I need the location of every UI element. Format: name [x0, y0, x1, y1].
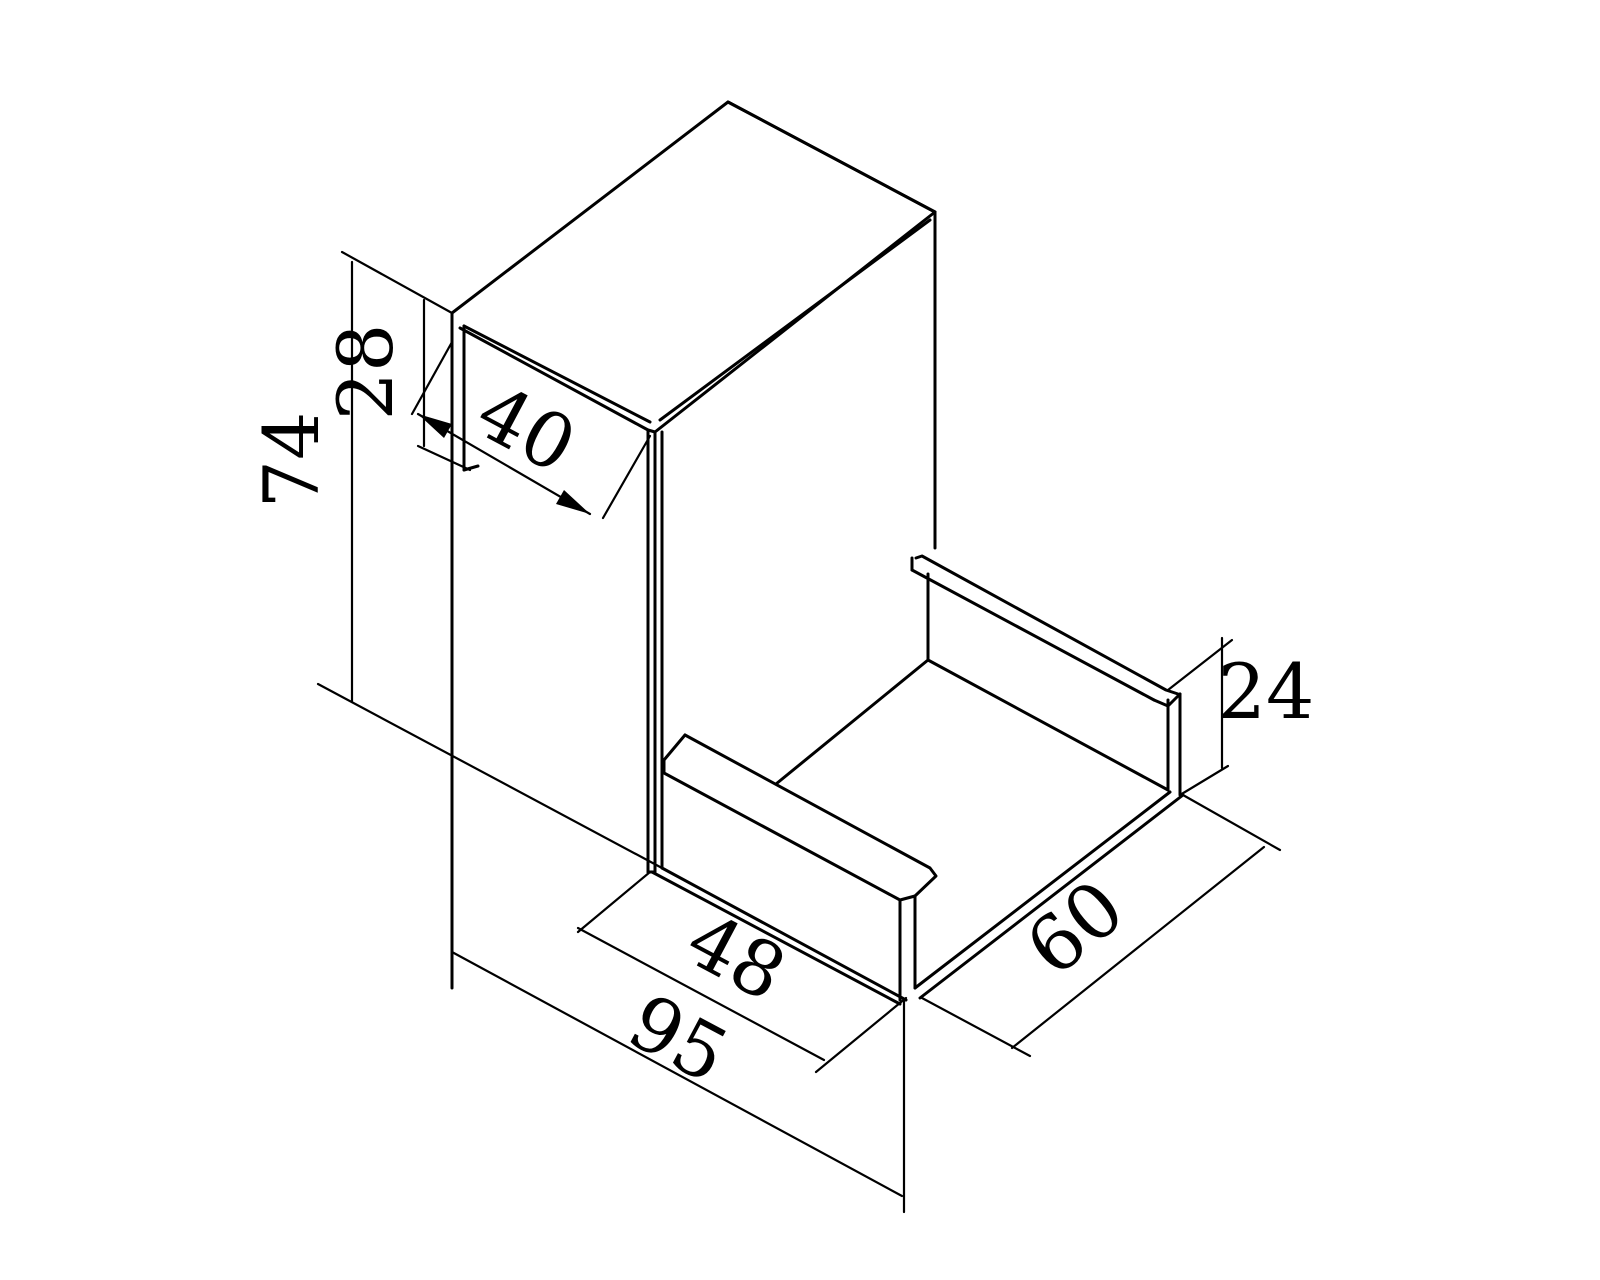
channel-floor-back-edge [774, 658, 930, 786]
dim-40-arrow-left [418, 414, 452, 438]
channel-floor-front-edge-2 [918, 793, 1185, 1000]
channel-floor-right-edge [926, 658, 1170, 792]
dim-60-ext-right [1181, 793, 1282, 852]
dim-40-ext-right [601, 434, 652, 520]
dim-95-line [450, 950, 904, 1198]
dim-40-ext-left [410, 340, 454, 416]
dim-label-74: 74 [247, 412, 336, 509]
dim-24-ext-bottom [1178, 764, 1230, 797]
dim-48-ext-left [576, 870, 652, 934]
part-outline [450, 100, 1185, 1006]
front-lip-top [683, 733, 938, 990]
dim-48-line [576, 926, 826, 1062]
dim-48-ext-right [814, 996, 908, 1074]
dim-24-ext-top [1166, 638, 1234, 692]
dim-60-line [1010, 845, 1266, 1050]
base-front-edge [660, 866, 908, 1002]
dim-40-arrow-right [556, 490, 590, 514]
dim-label-28: 28 [321, 324, 410, 421]
upper-box-inner-edge-top [658, 218, 932, 422]
back-lip-top [914, 554, 1180, 696]
channel-floor-front-edge [913, 790, 1172, 990]
upper-box-opening-top [462, 324, 652, 424]
dim-60-ext-left [920, 996, 1032, 1058]
front-lip-outer [662, 733, 687, 762]
upper-box-top-back-edge [726, 100, 937, 214]
dimension-lines [316, 250, 1282, 1214]
back-lip-end [1152, 692, 1182, 708]
back-lip-front [910, 568, 1156, 702]
dim-74-ext-top [340, 250, 454, 315]
dim-label-24: 24 [1218, 647, 1315, 736]
dim-74-ext-bottom [316, 682, 664, 870]
dimension-arrows [418, 414, 590, 514]
dim-28-ext [416, 444, 472, 472]
base-front-edge-inner [650, 870, 902, 1006]
